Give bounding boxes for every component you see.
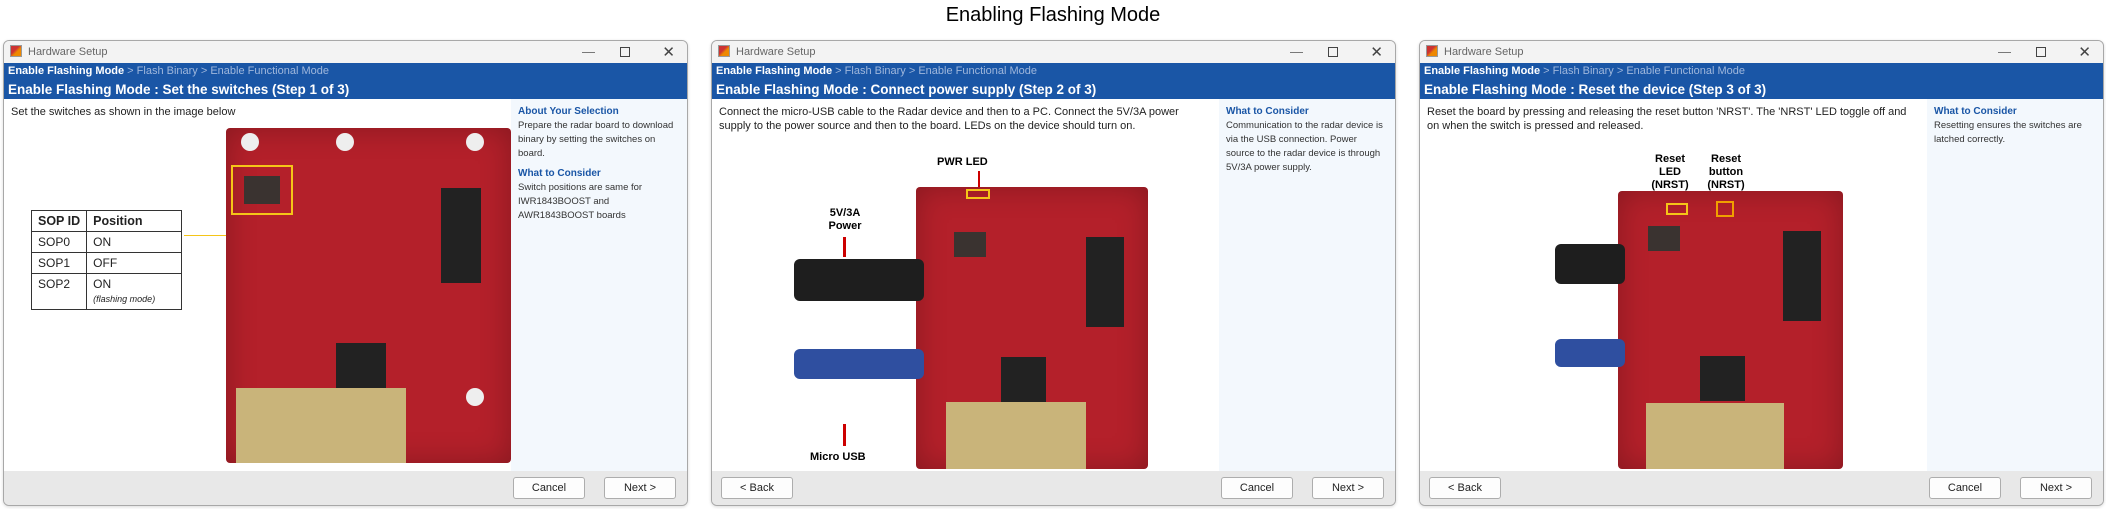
hardware-setup-window-step3: Hardware Setup — ✕ Enable Flashing Mode > … — [1419, 40, 2104, 506]
instruction-text: Connect the micro-USB cable to the Radar… — [719, 106, 1179, 132]
hardware-setup-window-step2: Hardware Setup — ✕ Enable Flashing Mode > … — [711, 40, 1396, 506]
page-title: Enabling Flashing Mode — [945, 4, 1161, 26]
usb-cable — [794, 349, 924, 379]
close-button[interactable]: ✕ — [662, 44, 675, 61]
window-title: Hardware Setup — [1444, 46, 1524, 58]
about-title: About Your Selection — [518, 106, 619, 117]
breadcrumb: Enable Flashing Mode > Flash Binary > En… — [1424, 65, 2099, 80]
instruction-text: Reset the board by pressing and releasin… — [1427, 106, 1907, 132]
radar-board-image — [916, 187, 1148, 469]
matlab-logo-icon — [1426, 45, 1438, 57]
info-panel: What to Consider Communication to the ra… — [1219, 99, 1395, 471]
pwr-led-label: PWR LED — [937, 156, 988, 168]
breadcrumb-rest: > Flash Binary > Enable Functional Mode — [832, 65, 1037, 77]
breadcrumb: Enable Flashing Mode > Flash Binary > En… — [8, 65, 683, 80]
title-bar: Hardware Setup — ✕ — [712, 41, 1395, 63]
cell: OFF — [86, 252, 183, 274]
arrow-up-icon — [843, 424, 846, 446]
info-panel: About Your Selection Prepare the radar b… — [511, 99, 687, 471]
consider-text: Communication to the radar device is via… — [1226, 120, 1383, 173]
cell: SOP0 — [30, 231, 88, 253]
table-row: SOP2 ON (flashing mode) — [30, 273, 183, 310]
reset-led-label: Reset LED (NRST) — [1651, 153, 1689, 191]
about-text: Prepare the radar board to download bina… — [518, 120, 674, 159]
window-title: Hardware Setup — [28, 46, 108, 58]
step-heading: Enable Flashing Mode : Connect power sup… — [716, 82, 1097, 97]
cell: ON (flashing mode) — [86, 273, 183, 310]
breadcrumb-current: Enable Flashing Mode — [716, 65, 833, 77]
cancel-button[interactable]: Cancel — [1221, 477, 1293, 499]
breadcrumb-current: Enable Flashing Mode — [1424, 65, 1541, 77]
next-button[interactable]: Next > — [604, 477, 676, 499]
cancel-button[interactable]: Cancel — [513, 477, 585, 499]
radar-board-image — [226, 128, 511, 463]
step-heading: Enable Flashing Mode : Reset the device … — [1424, 82, 1767, 97]
consider-title: What to Consider — [518, 168, 601, 179]
next-button[interactable]: Next > — [2020, 477, 2092, 499]
close-button[interactable]: ✕ — [1370, 44, 1383, 61]
cell: SOP2 — [30, 273, 88, 310]
cell: SOP1 — [30, 252, 88, 274]
consider-title: What to Consider — [1934, 106, 2017, 117]
reset-button-label: Reset button (NRST) — [1707, 153, 1745, 191]
consider-text: Resetting ensures the switches are latch… — [1934, 120, 2082, 145]
minimize-button[interactable]: — — [582, 44, 595, 59]
cell: ON — [86, 231, 183, 253]
power-cable — [1555, 244, 1625, 284]
matlab-logo-icon — [718, 45, 730, 57]
breadcrumb-current: Enable Flashing Mode — [8, 65, 125, 77]
title-bar: Hardware Setup — ✕ — [1420, 41, 2103, 63]
maximize-button[interactable] — [1328, 47, 1338, 57]
cancel-button[interactable]: Cancel — [1929, 477, 2001, 499]
cell-note: (flashing mode) — [93, 294, 156, 304]
radar-board-image — [1618, 191, 1843, 469]
breadcrumb: Enable Flashing Mode > Flash Binary > En… — [716, 65, 1391, 80]
title-bar: Hardware Setup — ✕ — [4, 41, 687, 63]
usb-cable — [1555, 339, 1625, 367]
window-title: Hardware Setup — [736, 46, 816, 58]
next-button[interactable]: Next > — [1312, 477, 1384, 499]
table-header: Position — [86, 210, 183, 232]
arrow-down-icon — [843, 237, 846, 257]
back-button[interactable]: < Back — [1429, 477, 1501, 499]
maximize-button[interactable] — [620, 47, 630, 57]
hardware-setup-window-step1: Hardware Setup — ✕ Enable Flashing Mode > … — [3, 40, 688, 506]
consider-text: Switch positions are same for IWR1843BOO… — [518, 182, 643, 221]
power-cable — [794, 259, 924, 301]
matlab-logo-icon — [10, 45, 22, 57]
pointer-line — [184, 235, 229, 236]
arrow-icon — [978, 171, 980, 187]
instruction-text: Set the switches as shown in the image b… — [11, 106, 236, 118]
minimize-button[interactable]: — — [1290, 44, 1303, 59]
maximize-button[interactable] — [2036, 47, 2046, 57]
breadcrumb-rest: > Flash Binary > Enable Functional Mode — [1540, 65, 1745, 77]
close-button[interactable]: ✕ — [2078, 44, 2091, 61]
step-heading: Enable Flashing Mode : Set the switches … — [8, 82, 350, 97]
cell-value: ON — [93, 277, 112, 291]
minimize-button[interactable]: — — [1998, 44, 2011, 59]
back-button[interactable]: < Back — [721, 477, 793, 499]
micro-usb-label: Micro USB — [810, 451, 866, 463]
breadcrumb-rest: > Flash Binary > Enable Functional Mode — [124, 65, 329, 77]
table-header: SOP ID — [30, 210, 88, 232]
consider-title: What to Consider — [1226, 106, 1309, 117]
power-label: 5V/3A Power — [828, 207, 862, 232]
info-panel: What to Consider Resetting ensures the s… — [1927, 99, 2103, 471]
